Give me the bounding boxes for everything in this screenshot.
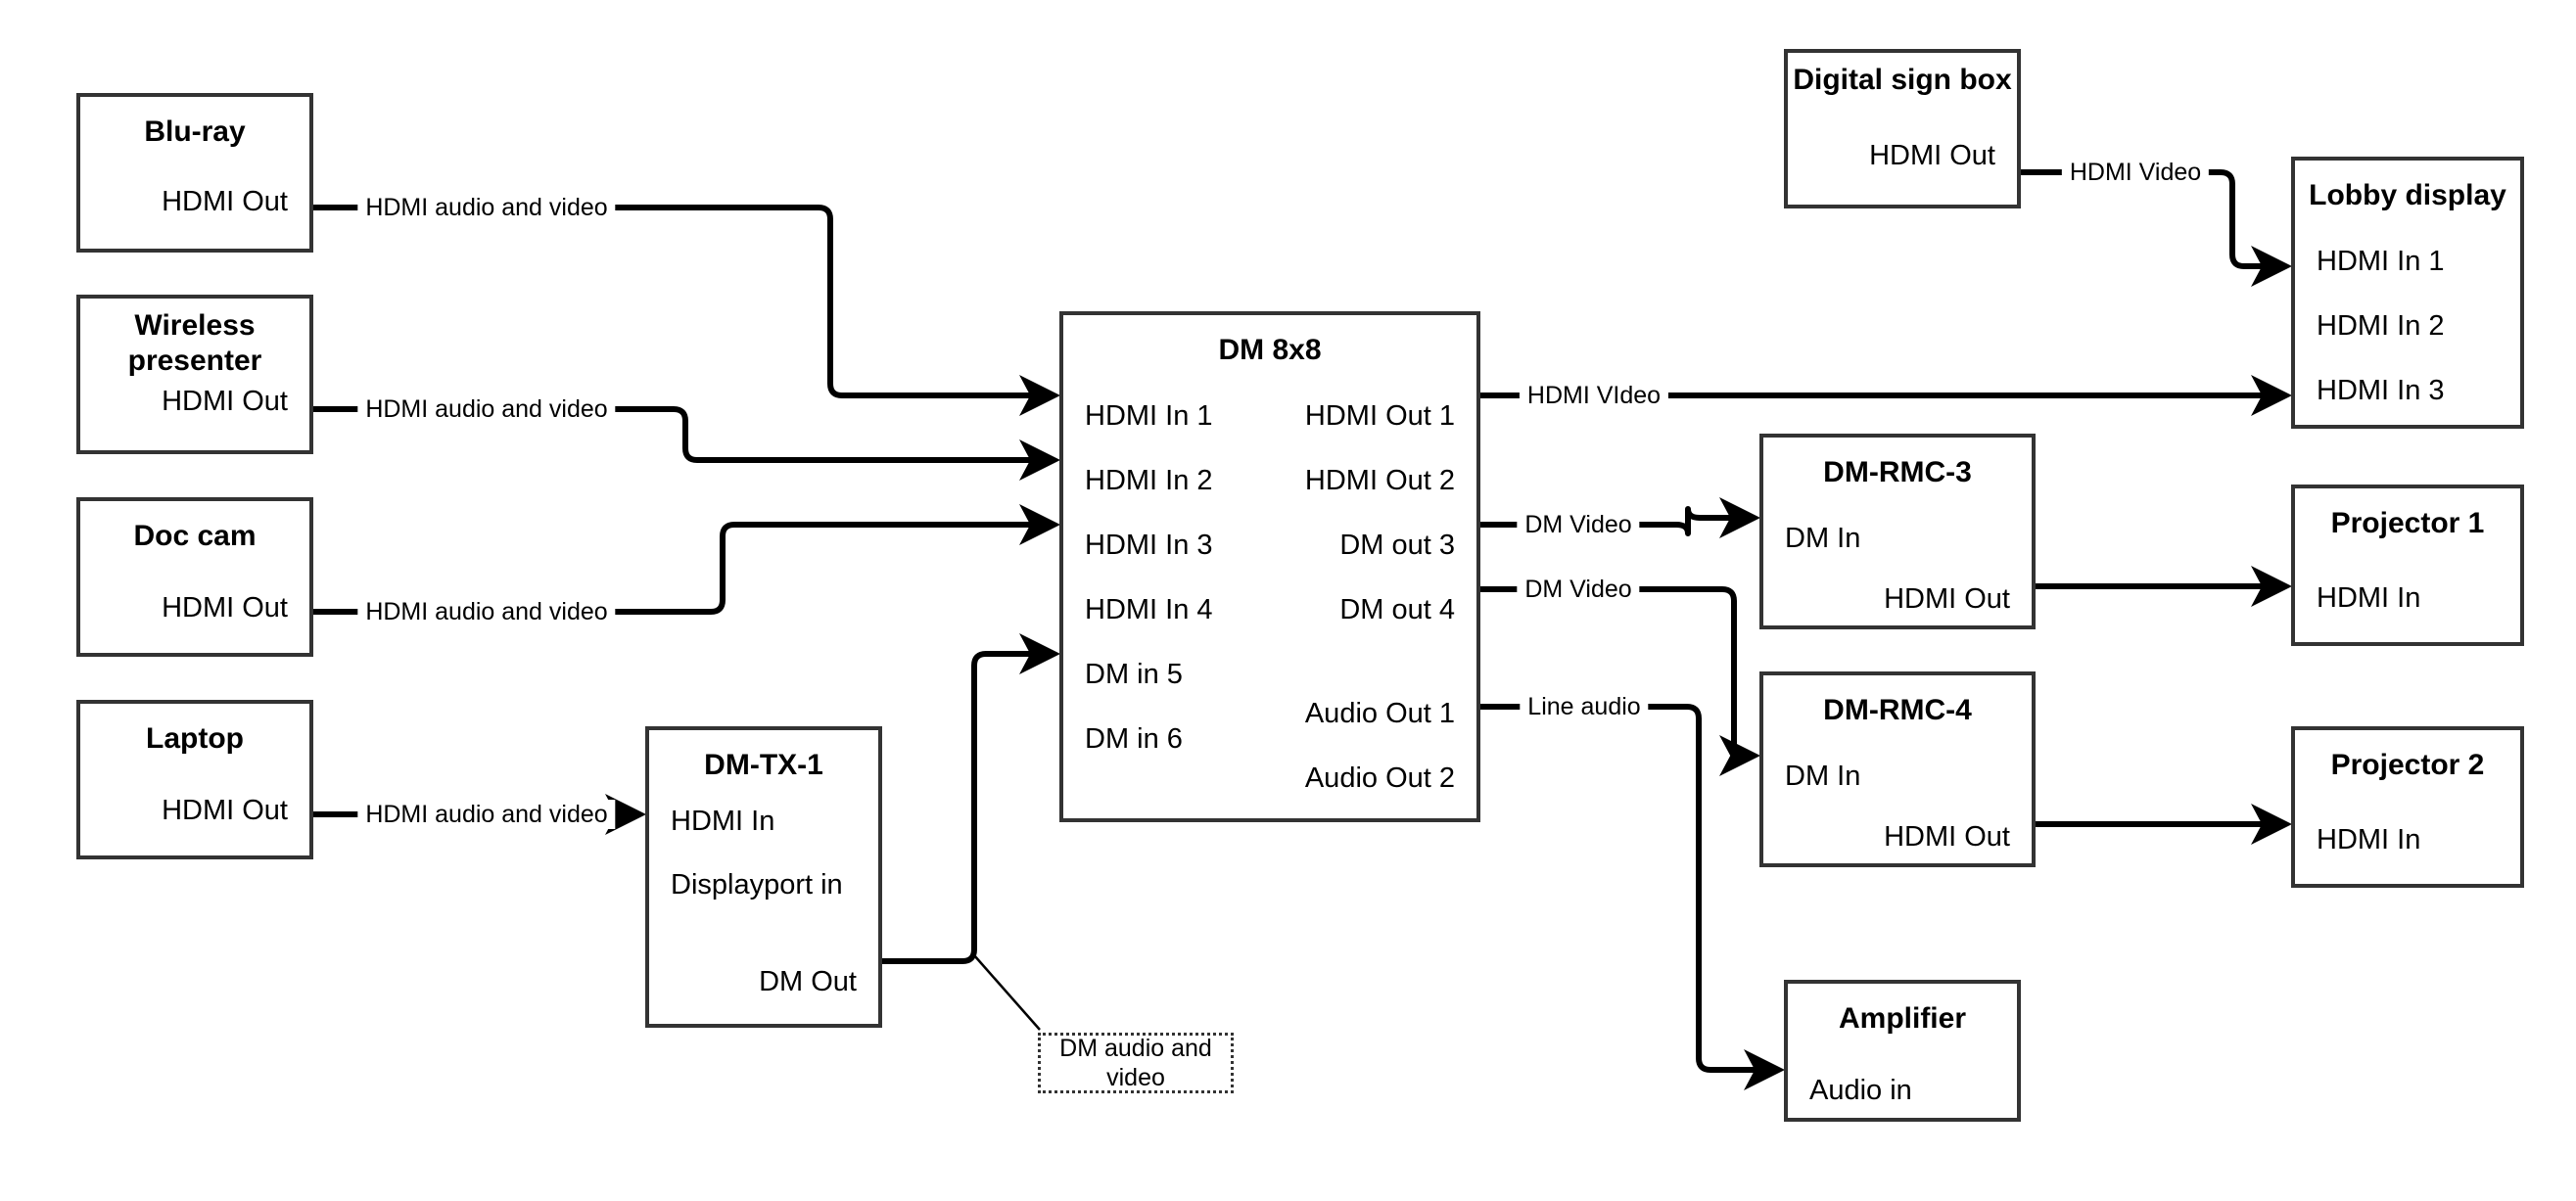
callout-dm-audio-video-note: DM audio and video [1038, 1033, 1234, 1093]
port-dm-rmc-3-hdmi-out[interactable]: HDMI Out [1884, 583, 2010, 615]
node-title-dm-8x8: DM 8x8 [1218, 334, 1322, 366]
wire-dm8x8-out4-to-rmc4 [1480, 586, 1760, 776]
wire-label-dm-audio1-to-amp: Line audio [1520, 692, 1649, 721]
port-dm-8x8-hdmi-in-4[interactable]: HDMI In 4 [1085, 594, 1213, 625]
port-doc-cam-hdmi-out[interactable]: HDMI Out [162, 592, 288, 624]
wire-label-wireless-to-dm: HDMI audio and video [357, 394, 616, 424]
port-wireless-presenter-hdmi-out[interactable]: HDMI Out [162, 386, 288, 417]
port-dm-tx-1-hdmi-in[interactable]: HDMI In [671, 806, 775, 837]
port-projector-1-hdmi-in[interactable]: HDMI In [2317, 582, 2421, 614]
port-dm-rmc-3-dm-in[interactable]: DM In [1785, 523, 1861, 554]
node-title-projector-2: Projector 2 [2330, 749, 2485, 781]
port-dm-8x8-dm-in-6[interactable]: DM in 6 [1085, 723, 1183, 755]
wire-label-dm-out4-to-rmc4: DM Video [1517, 575, 1640, 604]
port-projector-2-hdmi-in[interactable]: HDMI In [2317, 824, 2421, 855]
port-laptop-hdmi-out[interactable]: HDMI Out [162, 795, 288, 826]
port-dm-8x8-dm-out-3[interactable]: DM out 3 [1339, 530, 1455, 561]
port-lobby-display-hdmi-in-1[interactable]: HDMI In 1 [2317, 246, 2445, 277]
port-lobby-display-hdmi-in-3[interactable]: HDMI In 3 [2317, 375, 2445, 406]
wire-dmtx1-to-dm8x8-in5 [882, 633, 1060, 964]
port-dm-8x8-hdmi-in-1[interactable]: HDMI In 1 [1085, 400, 1213, 432]
wire-label-blu-ray-to-dm: HDMI audio and video [357, 193, 616, 222]
port-dm-tx-1-dm-out[interactable]: DM Out [759, 966, 857, 997]
node-title-dm-tx-1: DM-TX-1 [704, 749, 823, 781]
wire-label-doccam-to-dm: HDMI audio and video [357, 597, 616, 626]
port-digital-sign-box-hdmi-out[interactable]: HDMI Out [1869, 140, 1995, 171]
wire-bluray-to-dm8x8-in1 [313, 205, 1060, 416]
port-dm-8x8-audio-out-2[interactable]: Audio Out 2 [1304, 762, 1455, 794]
port-dm-tx-1-displayport-in[interactable]: Displayport in [671, 869, 843, 901]
port-dm-8x8-dm-out-4[interactable]: DM out 4 [1339, 594, 1455, 625]
node-title-digital-sign-box: Digital sign box [1793, 64, 2012, 96]
node-title-lobby-display: Lobby display [2309, 179, 2506, 211]
wire-label-dm-out3-to-rmc3: DM Video [1517, 510, 1640, 539]
node-dm-rmc-3[interactable]: DM-RMC-3 DM In HDMI Out [1759, 434, 2036, 629]
port-dm-8x8-audio-out-1[interactable]: Audio Out 1 [1304, 698, 1455, 729]
port-blu-ray-hdmi-out[interactable]: HDMI Out [162, 186, 288, 217]
node-title-wireless-presenter: Wireless presenter [127, 309, 262, 377]
port-dm-8x8-hdmi-in-3[interactable]: HDMI In 3 [1085, 530, 1213, 561]
port-dm-8x8-hdmi-out-2[interactable]: HDMI Out 2 [1304, 465, 1455, 496]
node-dm-rmc-4[interactable]: DM-RMC-4 DM In HDMI Out [1759, 671, 2036, 867]
node-title-dm-rmc-4: DM-RMC-4 [1823, 694, 1972, 726]
port-dm-8x8-dm-in-5[interactable]: DM in 5 [1085, 659, 1183, 690]
callout-leader-line [973, 954, 1041, 1031]
node-title-laptop: Laptop [146, 722, 244, 755]
wire-dm8x8-audioout1-to-amplifier [1480, 704, 1785, 1090]
port-dm-8x8-hdmi-in-2[interactable]: HDMI In 2 [1085, 465, 1213, 496]
port-lobby-display-hdmi-in-2[interactable]: HDMI In 2 [2317, 310, 2445, 342]
node-projector-1[interactable]: Projector 1 HDMI In [2291, 485, 2524, 646]
node-projector-2[interactable]: Projector 2 HDMI In [2291, 726, 2524, 888]
node-title-doc-cam: Doc cam [133, 520, 257, 552]
wire-label-sign-to-lobby: HDMI Video [2061, 158, 2210, 187]
wire-label-dm-out1-to-lobby: HDMI VIdeo [1519, 381, 1669, 410]
port-amplifier-audio-in[interactable]: Audio in [1809, 1075, 1912, 1106]
node-title-projector-1: Projector 1 [2330, 507, 2485, 539]
wire-label-laptop-to-tx: HDMI audio and video [357, 800, 616, 829]
node-title-amplifier: Amplifier [1838, 1002, 1967, 1035]
port-dm-8x8-hdmi-out-1[interactable]: HDMI Out 1 [1304, 400, 1455, 432]
port-dm-rmc-4-dm-in[interactable]: DM In [1785, 761, 1861, 792]
node-title-dm-rmc-3: DM-RMC-3 [1823, 456, 1972, 488]
node-title-blu-ray: Blu-ray [144, 115, 246, 148]
port-dm-rmc-4-hdmi-out[interactable]: HDMI Out [1884, 821, 2010, 853]
